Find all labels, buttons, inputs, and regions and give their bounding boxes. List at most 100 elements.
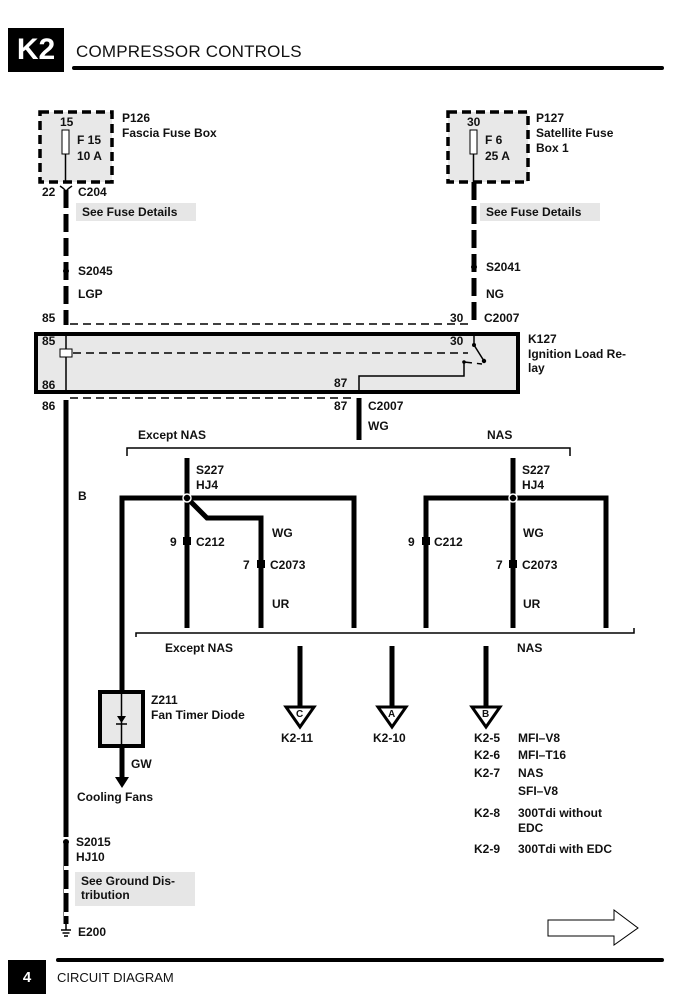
fan-timer-diode	[98, 690, 145, 748]
component-name: Fan Timer Diode	[151, 708, 245, 722]
wire-color-label: WG	[368, 419, 389, 433]
connector-label: C2073	[270, 558, 306, 572]
wire-color-label: WG	[272, 526, 293, 540]
ground-icon	[61, 924, 71, 937]
ref-desc: MFI–V8	[518, 731, 560, 745]
harness-label: HJ4	[522, 478, 544, 492]
fuse-box-p127: 30 F 6 25 A	[446, 110, 530, 184]
ground-note-link[interactable]: tribution	[81, 888, 130, 902]
component-id: P127	[536, 111, 564, 125]
ref-page-link[interactable]: K2-11	[281, 731, 313, 745]
ref-page-link[interactable]: K2-9	[474, 842, 500, 856]
ref-letter: C	[296, 709, 303, 720]
splice-label: S227	[522, 463, 550, 477]
wire-color-label: UR	[523, 597, 541, 611]
pin-label: 87	[334, 399, 348, 413]
ground-note-link[interactable]: See Ground Dis-	[81, 874, 175, 888]
fuse-icon	[469, 129, 478, 155]
pin-label: 86	[42, 399, 56, 413]
fuse-details-note[interactable]	[480, 203, 600, 221]
component-id: K127	[528, 332, 557, 346]
splice-label: S2041	[486, 260, 521, 274]
wire-color-label: LGP	[78, 287, 103, 301]
ref-desc: 300Tdi without	[518, 806, 602, 820]
connector-pin: 7	[496, 558, 503, 572]
splice-dot	[508, 493, 518, 503]
connector-label: C212	[434, 535, 463, 549]
splice-label: S2045	[78, 264, 113, 278]
ref-letter: A	[388, 709, 395, 720]
ref-desc: EDC	[518, 821, 544, 835]
arrow-down-icon	[115, 777, 129, 788]
component-id: P126	[122, 111, 150, 125]
wire-color-label: NG	[486, 287, 504, 301]
component-name: Fascia Fuse Box	[122, 126, 217, 140]
component-id: Z211	[151, 693, 178, 707]
variant-label: NAS	[487, 428, 512, 442]
splice-label: S2015	[76, 835, 111, 849]
fuse-icon	[61, 129, 70, 155]
wire-color-label: UR	[272, 597, 290, 611]
page-number: 4	[22, 968, 32, 986]
page-number-badge: 4	[8, 960, 46, 994]
relay-k127: 85 86 30 87	[34, 332, 520, 394]
ref-page-link[interactable]: K2-8	[474, 806, 500, 820]
connector-pin: 9	[170, 535, 177, 549]
relay-pin: 30	[450, 334, 464, 348]
ref-page-link[interactable]: K2-7	[474, 766, 500, 780]
section-code: K2	[16, 33, 56, 66]
destination-label: Cooling Fans	[77, 790, 153, 804]
ref-arrow-b[interactable]	[469, 705, 503, 730]
page-title: COMPRESSOR CONTROLS	[76, 42, 302, 61]
ref-desc: MFI–T16	[518, 748, 566, 762]
component-name: Satellite Fuse	[536, 126, 614, 140]
relay-coil-icon	[59, 348, 73, 358]
connector-symbol	[183, 537, 191, 545]
header-divider	[72, 66, 664, 70]
variant-label: Except NAS	[165, 641, 233, 655]
ref-page-link[interactable]: K2-6	[474, 748, 500, 762]
wire-left-loop	[119, 495, 357, 690]
fuse-details-link[interactable]: See Fuse Details	[82, 205, 178, 219]
ground-label: E200	[78, 925, 106, 939]
ref-desc: NAS	[518, 766, 543, 780]
ref-page-link[interactable]: K2-10	[373, 731, 406, 745]
variant-bus	[126, 447, 571, 456]
ref-desc: 300Tdi with EDC	[518, 842, 612, 856]
connector-symbol	[257, 560, 265, 568]
diode-icon	[117, 716, 126, 723]
ground-distribution-note[interactable]	[75, 872, 195, 906]
ref-letter: B	[482, 709, 489, 720]
ref-arrow-c[interactable]	[283, 705, 317, 730]
ref-arrow-a[interactable]	[375, 705, 409, 730]
relay-switch-icon	[473, 344, 485, 362]
fuse-details-note[interactable]	[76, 203, 196, 221]
wire-color-label: WG	[523, 526, 544, 540]
connector-pin: 22	[42, 185, 56, 199]
fuse-pin: 30	[467, 115, 481, 129]
relay-pin: 87	[334, 376, 348, 390]
component-name: Box 1	[536, 141, 569, 155]
connector-label: C212	[196, 535, 225, 549]
variant-label: Except NAS	[138, 428, 206, 442]
ref-b-list: K2-5 MFI–V8 K2-6 MFI–T16 K2-7 NAS SFI–V8…	[474, 731, 612, 856]
fuse-rating: 10 A	[77, 149, 102, 163]
connector-label: C2007	[484, 311, 520, 325]
connector-label: C2007	[368, 399, 404, 413]
ref-page-link[interactable]: K2-5	[474, 731, 500, 745]
splice-dot	[63, 839, 69, 845]
pin-label: 30	[450, 311, 464, 325]
connector-pin: 7	[243, 558, 250, 572]
ref-desc: SFI–V8	[518, 784, 558, 798]
section-badge: K2	[8, 28, 64, 72]
splice-dot	[471, 264, 477, 270]
variant-label: NAS	[517, 641, 542, 655]
fuse-details-link[interactable]: See Fuse Details	[486, 205, 582, 219]
next-page-arrow-icon[interactable]	[547, 909, 639, 946]
relay-pin: 86	[42, 378, 56, 392]
fuse-id: F 15	[77, 133, 101, 147]
footer-title: CIRCUIT DIAGRAM	[57, 970, 174, 985]
variant-bus-lower	[135, 628, 635, 637]
footer-divider	[56, 958, 664, 962]
